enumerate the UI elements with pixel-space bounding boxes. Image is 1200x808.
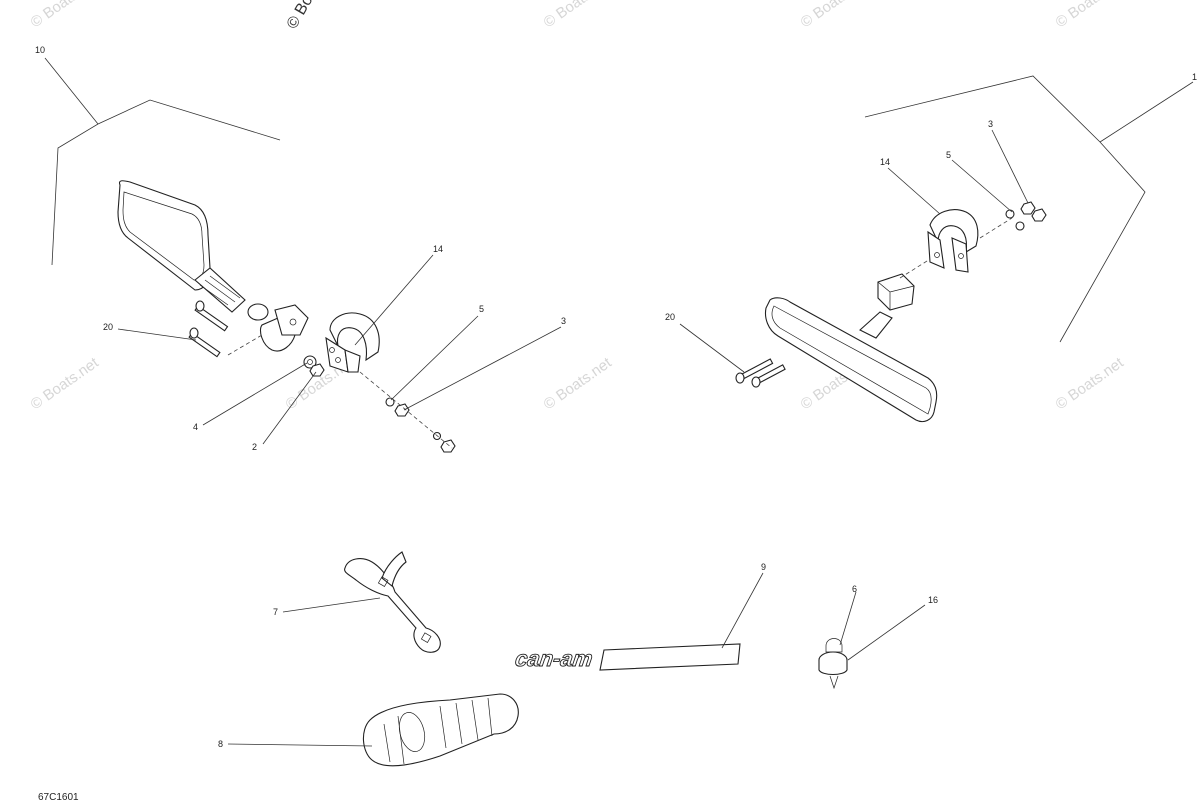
bolt [751, 364, 786, 388]
leader-line [202, 362, 308, 426]
grip-cover [362, 693, 519, 767]
callout-5: 5 [479, 304, 484, 314]
assembly-line [359, 371, 453, 449]
clamp [325, 312, 380, 373]
nut [309, 363, 325, 377]
callout-10: 10 [35, 45, 45, 55]
assembly-line [979, 217, 1013, 239]
leader-line [951, 159, 1013, 213]
callout-2: 2 [252, 442, 257, 452]
leader-line [403, 326, 562, 411]
nut [1020, 201, 1036, 215]
leader-line [354, 254, 434, 346]
rear-view-mirror [764, 273, 938, 423]
leader-line [227, 743, 373, 747]
watermark: © Boats.net [541, 0, 616, 31]
leader-line [679, 323, 745, 373]
can-am-logo-text: can-am [514, 646, 594, 671]
washer [303, 355, 317, 369]
leader-line [282, 597, 381, 613]
watermark: © Boats.net [1053, 0, 1128, 31]
nut [394, 403, 410, 417]
watermark: © Boats.net [1053, 354, 1128, 413]
callout-3: 3 [988, 119, 993, 129]
washer [1005, 209, 1015, 219]
connector-plug [818, 638, 848, 690]
nut [1031, 208, 1047, 222]
leader-line [390, 315, 479, 401]
callout-16: 16 [928, 595, 938, 605]
side-mirror [117, 180, 309, 352]
callout-14: 14 [880, 157, 890, 167]
leader-line [847, 604, 926, 661]
spanner-wrench [344, 551, 441, 653]
drawing-code: 67C1601 [38, 792, 79, 803]
leader-line [887, 167, 941, 215]
nut [440, 439, 456, 453]
callout-8: 8 [218, 739, 223, 749]
leader-line [262, 371, 317, 445]
washer [1015, 221, 1025, 231]
callout-5: 5 [946, 150, 951, 160]
bolt [735, 358, 774, 384]
callout-14: 14 [433, 244, 443, 254]
callout-1: 1 [1192, 72, 1197, 82]
leader-line [117, 328, 197, 341]
bolt [188, 327, 221, 358]
watermark: © Boats.net [28, 0, 103, 31]
can-am-decal: can-am [513, 643, 741, 671]
assembly-line [227, 334, 263, 356]
callout-4: 4 [193, 422, 198, 432]
leader-line [839, 591, 857, 646]
watermark: © Boats.net [28, 354, 103, 413]
leader-line [721, 572, 764, 649]
callout-20: 20 [103, 322, 113, 332]
clamp [927, 209, 979, 273]
watermark-dark: © Boats.net [284, 0, 341, 32]
leader-line [44, 57, 99, 125]
leader-line [991, 129, 1029, 204]
washer [385, 397, 395, 407]
watermark: © Boats.net [541, 354, 616, 413]
leader-line [1099, 81, 1194, 143]
watermark: © Boats.net [798, 0, 873, 31]
callout-20: 20 [665, 312, 675, 322]
callout-7: 7 [273, 607, 278, 617]
callout-6: 6 [852, 584, 857, 594]
callout-3: 3 [561, 316, 566, 326]
bolt [194, 300, 229, 332]
callout-9: 9 [761, 562, 766, 572]
